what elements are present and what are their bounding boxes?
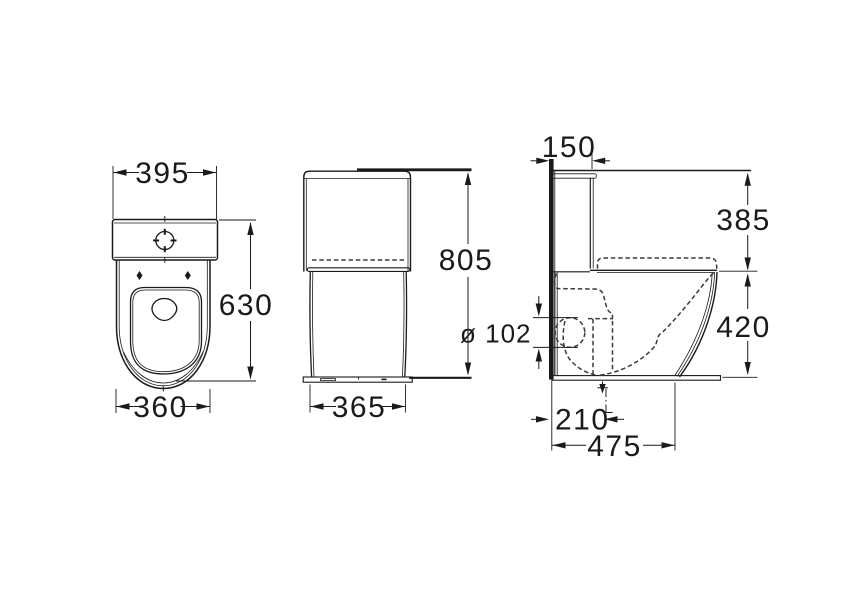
- dim-front-height-label: 805: [439, 244, 494, 277]
- dim-top-to-rim-label: 385: [716, 204, 771, 237]
- dim-outlet-offset-label: 210: [555, 404, 610, 437]
- dim-total-depth: 475: [552, 382, 676, 463]
- dim-outlet-diameter: ø 102: [460, 296, 578, 369]
- fixing-slot: [320, 378, 336, 382]
- dim-front-width: 365: [309, 384, 406, 424]
- cistern-side-outline: [553, 169, 751, 273]
- dim-rim-height-label: 420: [716, 311, 771, 344]
- cistern-front-outline: [303, 170, 412, 272]
- dim-top-width-label: 395: [135, 157, 190, 190]
- dim-tank-depth: 150: [530, 131, 610, 169]
- dim-top-to-rim: 385: [716, 172, 771, 272]
- bowl-top-outline: [115, 260, 211, 392]
- rim-edge: [306, 267, 411, 272]
- dim-front-height: 805: [439, 172, 494, 376]
- dim-outlet-offset: 210: [531, 381, 624, 437]
- seat-opening: [129, 286, 203, 375]
- outlet-pipe-hidden: [554, 316, 586, 349]
- front-view: 805 365: [302, 168, 494, 424]
- top-view: 395: [111, 157, 274, 424]
- seat-hinge-mark-left: [136, 271, 143, 280]
- bowl-front-outline: [302, 267, 413, 383]
- floor-plate: [551, 375, 722, 381]
- flush-button: [153, 228, 177, 253]
- dim-front-width-label: 365: [332, 391, 387, 424]
- seat-hinge-mark-right: [184, 271, 191, 280]
- dim-top-width-bottom: 360: [115, 389, 211, 424]
- cistern-top-outline: [111, 216, 219, 263]
- dim-rim-height: 420: [716, 273, 771, 378]
- dim-top-width: 395: [112, 157, 217, 219]
- dim-tank-depth-label: 150: [542, 131, 597, 164]
- bowl-side-outline: [551, 257, 722, 381]
- flush-water-inlet: [151, 297, 178, 322]
- side-view: 150: [460, 131, 771, 463]
- dim-top-height: 630: [176, 219, 274, 382]
- dim-top-height-label: 630: [219, 289, 274, 322]
- dim-top-width-bottom-label: 360: [133, 391, 188, 424]
- dim-outlet-diameter-label: ø 102: [460, 319, 532, 349]
- trap-hidden-lines: [553, 272, 715, 377]
- base-plate: [302, 376, 413, 383]
- seat-side-hidden: [596, 257, 718, 269]
- dim-total-depth-label: 475: [587, 430, 642, 463]
